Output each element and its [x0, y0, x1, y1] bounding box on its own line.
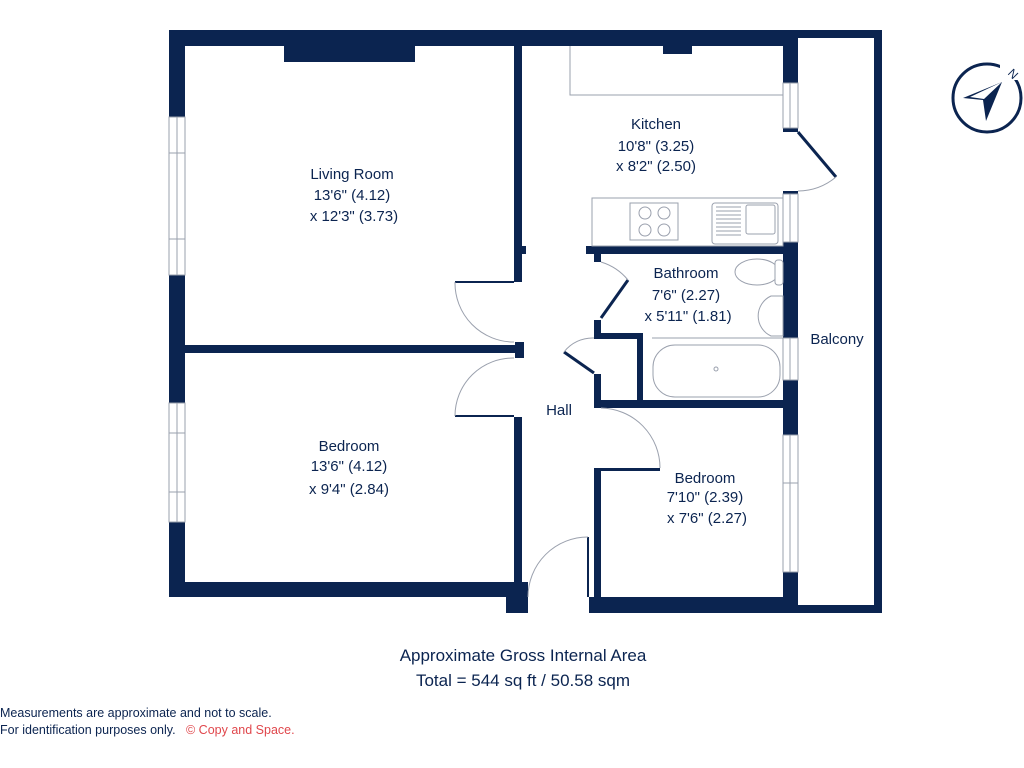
room-labels: Living Room 13'6" (4.12) x 12'3" (3.73) … [309, 116, 864, 527]
kitchen-dim1: 10'8" (3.25) [618, 138, 695, 155]
living-room-name: Living Room [310, 166, 393, 183]
copyright: © Copy and Space. [185, 723, 295, 737]
bedroom1-dim2: x 9'4" (2.84) [309, 481, 389, 498]
doors [454, 131, 838, 598]
bathroom-name: Bathroom [653, 265, 718, 282]
hall-name: Hall [546, 402, 572, 419]
north-arrow-icon: N [951, 58, 1023, 134]
area-title: Approximate Gross Internal Area [399, 646, 647, 665]
bedroom1-dim1: 13'6" (4.12) [311, 458, 388, 475]
bedroom2-dim2: x 7'6" (2.27) [667, 510, 747, 527]
windows [168, 82, 799, 573]
living-room-dim1: 13'6" (4.12) [314, 187, 391, 204]
balcony-name: Balcony [810, 331, 864, 348]
toilet [734, 258, 780, 286]
disclaimer-line2: For identification purposes only. © Copy… [0, 723, 295, 737]
kitchen-fittings [569, 46, 784, 247]
living-room-dim2: x 12'3" (3.73) [310, 208, 398, 225]
bedroom2-dim1: 7'10" (2.39) [667, 489, 744, 506]
kitchen-dim2: x 8'2" (2.50) [616, 158, 696, 175]
bathroom-fittings [652, 258, 784, 398]
kitchen-name: Kitchen [631, 116, 681, 133]
balcony-outline [790, 30, 882, 613]
disclaimer-text: For identification purposes only. [0, 723, 176, 737]
disclaimer-line1: Measurements are approximate and not to … [0, 706, 272, 720]
bathroom-dim2: x 5'11" (1.81) [644, 308, 731, 325]
bathroom-dim1: 7'6" (2.27) [652, 287, 720, 304]
basin [757, 295, 784, 337]
bedroom1-name: Bedroom [319, 438, 380, 455]
hob [629, 202, 679, 241]
walls [169, 30, 798, 613]
area-total: Total = 544 sq ft / 50.58 sqm [415, 671, 631, 690]
bedroom2-name: Bedroom [675, 470, 736, 487]
